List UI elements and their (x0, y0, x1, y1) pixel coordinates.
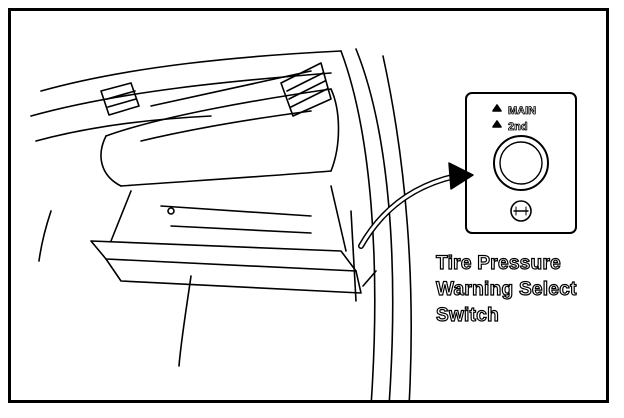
dashboard-top-lines (30, 50, 342, 142)
second-label: 2nd (508, 121, 528, 133)
small-button (510, 200, 532, 222)
main-label: MAIN (508, 105, 536, 117)
select-button (493, 135, 549, 191)
left-air-vent (100, 82, 140, 116)
second-indicator-icon (492, 120, 502, 128)
lower-dash-lines (38, 210, 357, 367)
pointer-arrow (358, 162, 474, 249)
main-indicator-icon (492, 104, 502, 112)
glove-box-upper (100, 88, 340, 187)
tire-pressure-switch-panel: MAIN 2nd (465, 92, 577, 234)
callout-line-1: Tire Pressure (435, 252, 562, 274)
glove-box-open-lid (90, 185, 362, 294)
switch-callout-label: Tire Pressure Warning Select Switch (435, 251, 606, 329)
door-pillar (340, 48, 412, 400)
diagram-frame: MAIN 2nd Tire Pressure Warning Select Sw… (8, 8, 609, 403)
dashboard-illustration: MAIN 2nd (30, 48, 577, 400)
callout-line-2: Warning Select (435, 278, 577, 300)
callout-line-3: Switch (435, 304, 500, 326)
right-air-vent (280, 62, 332, 117)
